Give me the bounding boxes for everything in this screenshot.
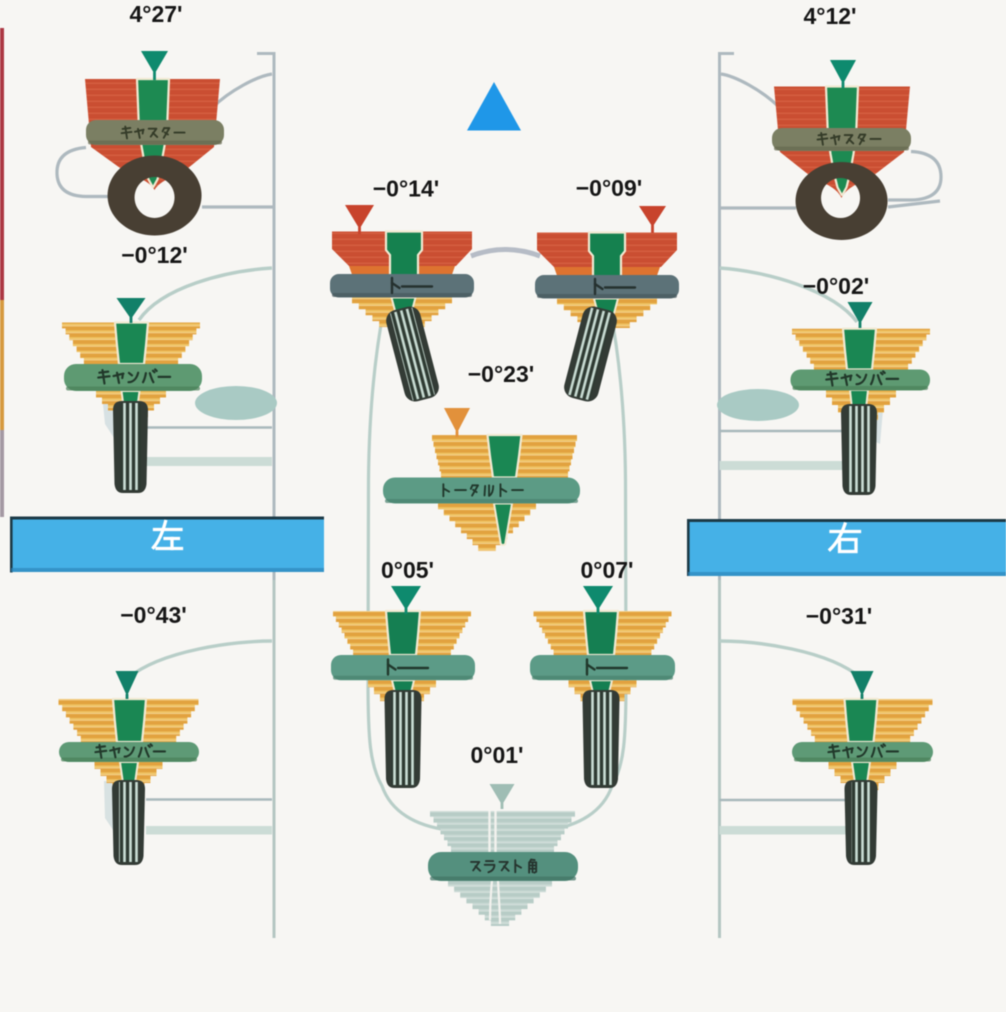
svg-text:0°01': 0°01'	[470, 742, 523, 768]
svg-text:−0°14': −0°14'	[373, 176, 439, 202]
svg-text:−0°09': −0°09'	[576, 175, 642, 201]
svg-text:−0°12': −0°12'	[121, 242, 187, 268]
svg-text:−0°02': −0°02'	[803, 273, 869, 299]
svg-text:4°27': 4°27'	[129, 1, 182, 27]
svg-text:−0°23': −0°23'	[468, 361, 534, 387]
svg-text:−0°31': −0°31'	[806, 603, 872, 629]
svg-text:0°07': 0°07'	[580, 557, 633, 583]
svg-text:0°05': 0°05'	[381, 557, 434, 583]
svg-text:4°12': 4°12'	[803, 3, 856, 29]
svg-text:−0°43': −0°43'	[120, 602, 186, 628]
